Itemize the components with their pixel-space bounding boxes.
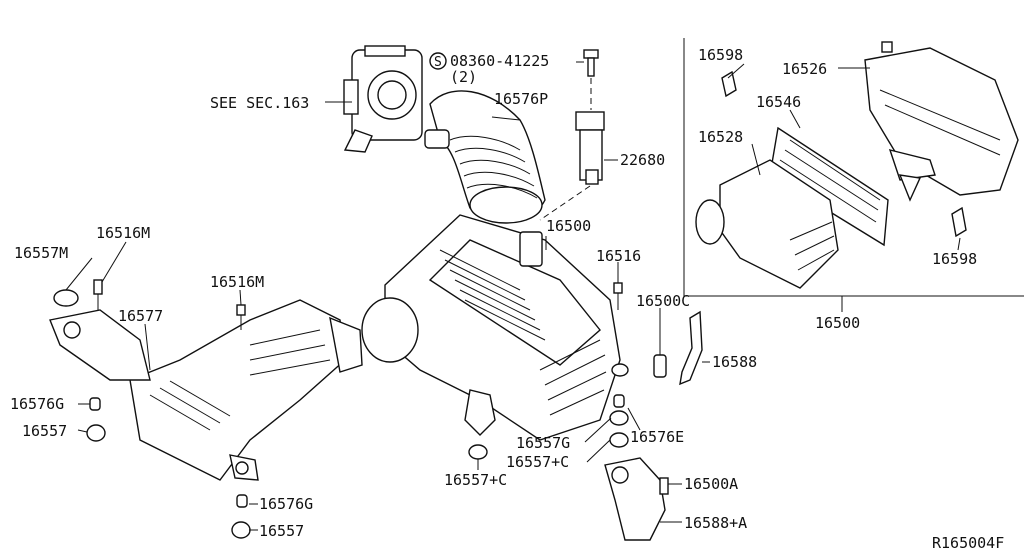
bolt-symbol-circle <box>429 52 447 70</box>
label-16557m: 16557M <box>14 244 68 262</box>
label-16598-bottom: 16598 <box>932 250 977 268</box>
label-16516m-left: 16516M <box>96 224 150 242</box>
label-16500a: 16500A <box>684 475 738 493</box>
air-duct-16577 <box>49 299 363 481</box>
inset-clips-16598 <box>721 70 967 238</box>
label-16500-inset: 16500 <box>815 314 860 332</box>
label-16557-left: 16557 <box>22 422 67 440</box>
label-16516: 16516 <box>596 247 641 265</box>
label-16546: 16546 <box>756 93 801 111</box>
label-16576g-bottom: 16576G <box>259 495 313 513</box>
label-16500c: 16500C <box>636 292 690 310</box>
label-16588: 16588 <box>712 353 757 371</box>
label-16576e: 16576E <box>630 428 684 446</box>
bolt-and-maf-sensor <box>539 49 605 221</box>
leader-lines <box>65 61 961 531</box>
diagram-reference: R165004F <box>932 534 1004 552</box>
label-bolt-code: 08360-41225 <box>450 52 549 70</box>
inset-filter-16546 <box>769 126 889 247</box>
label-16598-top: 16598 <box>698 46 743 64</box>
label-16577: 16577 <box>118 307 163 325</box>
label-16588a: 16588+A <box>684 514 747 532</box>
label-16576g-left: 16576G <box>10 395 64 413</box>
inset-lower-case-16528 <box>695 159 839 289</box>
label-see-sec-163: SEE SEC.163 <box>210 94 309 112</box>
label-16557c-right: 16557+C <box>506 453 569 471</box>
inset-air-cleaner-cover-16526 <box>864 41 1019 202</box>
label-22680: 22680 <box>620 151 665 169</box>
label-16516m-center: 16516M <box>210 273 264 291</box>
bolt-symbol: S <box>434 55 442 70</box>
label-16576p: 16576P <box>494 90 548 108</box>
air-cleaner-16500 <box>361 214 621 441</box>
label-16528: 16528 <box>698 128 743 146</box>
label-16557g: 16557G <box>516 434 570 452</box>
label-16557c-center: 16557+C <box>444 471 507 489</box>
label-16557-bottom: 16557 <box>259 522 304 540</box>
brackets <box>604 310 703 541</box>
label-16500-main: 16500 <box>546 217 591 235</box>
inset-frame <box>683 38 1024 297</box>
label-16526: 16526 <box>782 60 827 78</box>
intake-duct-16576p <box>424 90 546 224</box>
label-bolt-qty: (2) <box>450 68 477 86</box>
throttle-body <box>343 45 423 153</box>
